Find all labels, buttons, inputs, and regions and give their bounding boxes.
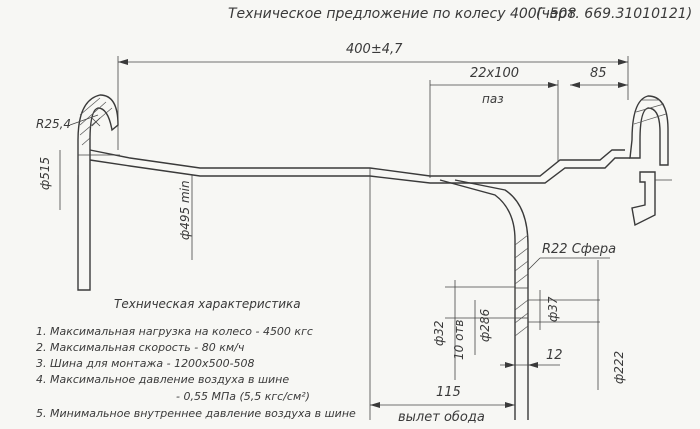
- spec-item: 5. Минимальное внутреннее давление возду…: [36, 407, 356, 420]
- spec-item: 3. Шина для монтажа - 1200x500-508: [36, 357, 255, 370]
- specs-heading: Техническая характеристика: [114, 297, 301, 311]
- right-flange-hatching: [633, 99, 667, 125]
- arrow-slot: [548, 82, 558, 88]
- dim-d286: ф286: [478, 308, 492, 342]
- dim-sphere: R22 Сфера: [542, 242, 617, 257]
- rim-well-top: [460, 149, 625, 177]
- dim-d32: ф32: [432, 320, 446, 346]
- arrow-85-right: [618, 82, 628, 88]
- dim-slot-label: паз: [482, 92, 504, 106]
- dim-slot: 22x100: [470, 66, 520, 81]
- rim-base-top: [89, 149, 460, 177]
- dim-flange-right: 85: [590, 66, 607, 81]
- dim-overall-width: 400±4,7: [346, 42, 403, 57]
- arrow-85-left: [570, 82, 580, 88]
- dim-offset: 115: [436, 385, 461, 400]
- drawing-title: Техническое предложение по колесу 400Г-5…: [228, 6, 577, 22]
- rim-well-bottom: [460, 157, 630, 184]
- arrow-115-left: [370, 402, 380, 408]
- spec-item: 1. Максимальная нагрузка на колесо - 450…: [36, 325, 313, 338]
- spec-item: 4. Максимальное давление воздуха в шине: [36, 373, 290, 386]
- disc-outer-line: [439, 179, 516, 420]
- arrow-115-right: [505, 402, 515, 408]
- left-flange-profile: [77, 94, 119, 291]
- arrow-right: [618, 59, 628, 65]
- dim-d37: ф37: [546, 296, 560, 322]
- dim-radius: R25,4: [36, 117, 72, 131]
- sphere-leader: [527, 257, 541, 271]
- arrow-12-right: [528, 362, 538, 368]
- dim-d495: ф495 min: [178, 180, 192, 240]
- radius-leader-line: [69, 114, 99, 126]
- bolt-hole: [514, 287, 529, 319]
- right-flange-profile: [629, 95, 669, 166]
- dim-twelve: 12: [546, 348, 563, 363]
- dim-offset-label: вылет обода: [398, 410, 485, 425]
- arrow-12-left: [505, 362, 515, 368]
- disc-hatching: [514, 234, 529, 337]
- arrow-left: [118, 59, 128, 65]
- disc-inner-line: [454, 179, 529, 420]
- dim-holes: 10 отв: [452, 319, 466, 361]
- lock-ring: [631, 171, 656, 227]
- rim-base-bottom: [89, 159, 460, 184]
- dim-d515: ф515: [38, 156, 52, 190]
- radius-cross-b: [91, 117, 101, 127]
- dim-d222: ф222: [612, 350, 626, 384]
- spec-item: 2. Максимальная скорость - 80 км/ч: [36, 341, 245, 354]
- drawing-number: (черт. 669.31010121): [536, 6, 693, 22]
- spec-item: - 0,55 МПа (5,5 кгс/см²): [176, 390, 310, 403]
